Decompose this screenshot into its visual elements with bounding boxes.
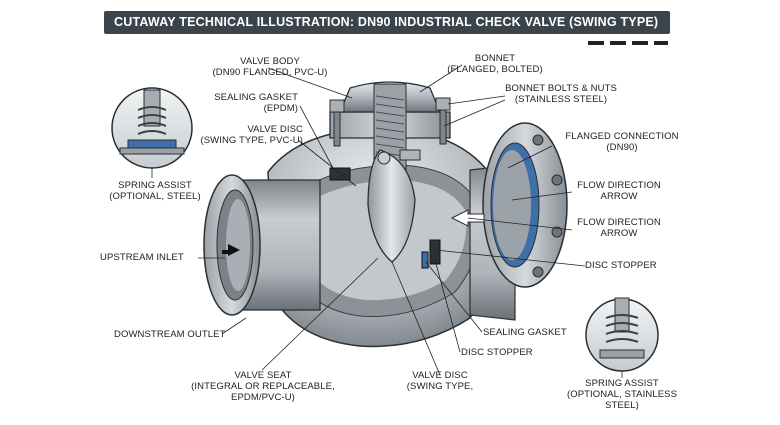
label-bonnet: BONNET (FLANGED, BOLTED) bbox=[435, 53, 555, 75]
label-flow-arrow-2-line1: FLOW DIRECTION bbox=[577, 217, 661, 228]
label-bonnet-bolts: BONNET BOLTS & NUTS (STAINLESS STEEL) bbox=[496, 83, 626, 105]
label-valve-disc-bottom-spec: (SWING TYPE, bbox=[406, 381, 474, 392]
label-flanged-connection: FLANGED CONNECTION (DN90) bbox=[556, 131, 688, 153]
label-upstream-inlet-title: UPSTREAM INLET bbox=[100, 252, 184, 263]
label-flow-arrow-2-line2: ARROW bbox=[600, 228, 638, 239]
spring-inset-left bbox=[111, 87, 193, 169]
label-disc-stopper-bottom-title: DISC STOPPER bbox=[461, 347, 533, 358]
spring-inset-right bbox=[585, 297, 659, 372]
label-spring-assist-left-title: SPRING ASSIST bbox=[118, 180, 192, 191]
sealing-gasket-top bbox=[329, 167, 351, 181]
label-disc-stopper-right: DISC STOPPER bbox=[585, 260, 657, 271]
diagram-title: CUTAWAY TECHNICAL ILLUSTRATION: DN90 IND… bbox=[104, 11, 670, 34]
label-flow-arrow-2: FLOW DIRECTION ARROW bbox=[569, 217, 669, 239]
label-spring-assist-left-spec: (OPTIONAL, STEEL) bbox=[109, 191, 201, 202]
label-bonnet-bolts-title: BONNET BOLTS & NUTS bbox=[505, 83, 617, 94]
sealing-gasket-bottom bbox=[421, 251, 429, 269]
label-valve-seat-spec-2: EPDM/PVC-U) bbox=[231, 392, 295, 403]
label-disc-stopper-bottom: DISC STOPPER bbox=[461, 347, 533, 358]
label-spring-assist-right: SPRING ASSIST (OPTIONAL, STAINLESS STEEL… bbox=[552, 378, 692, 411]
label-bonnet-spec: (FLANGED, BOLTED) bbox=[447, 64, 543, 75]
label-flow-arrow-1: FLOW DIRECTION ARROW bbox=[569, 180, 669, 202]
label-valve-body-title: VALVE BODY bbox=[240, 56, 300, 67]
label-valve-body: VALVE BODY (DN90 FLANGED, PVC-U) bbox=[205, 56, 335, 78]
label-upstream-inlet: UPSTREAM INLET bbox=[100, 252, 184, 263]
disc-stopper bbox=[429, 239, 441, 265]
label-sealing-gasket-top-title: SEALING GASKET bbox=[214, 92, 298, 103]
label-bonnet-bolts-spec: (STAINLESS STEEL) bbox=[514, 94, 608, 105]
label-valve-disc-bottom: VALVE DISC (SWING TYPE, bbox=[380, 370, 500, 392]
label-spring-assist-right-spec-2: STEEL) bbox=[605, 400, 639, 411]
label-valve-disc-top-spec: (SWING TYPE, PVC-U) bbox=[200, 135, 303, 146]
label-valve-disc-bottom-title: VALVE DISC bbox=[412, 370, 468, 381]
upstream-inlet-pipe bbox=[203, 174, 321, 316]
label-sealing-gasket-top-spec: (EPDM) bbox=[263, 103, 298, 114]
label-valve-disc-top: VALVE DISC (SWING TYPE, PVC-U) bbox=[193, 124, 303, 146]
label-valve-seat-title: VALVE SEAT bbox=[234, 370, 292, 381]
label-spring-assist-left: SPRING ASSIST (OPTIONAL, STEEL) bbox=[100, 180, 210, 202]
label-valve-seat-spec-1: (INTEGRAL OR REPLACEABLE, bbox=[191, 381, 335, 392]
label-disc-stopper-right-title: DISC STOPPER bbox=[585, 260, 657, 271]
label-valve-seat: VALVE SEAT (INTEGRAL OR REPLACEABLE, EPD… bbox=[183, 370, 343, 403]
label-sealing-gasket-top: SEALING GASKET (EPDM) bbox=[188, 92, 298, 114]
label-flow-arrow-1-line1: FLOW DIRECTION bbox=[577, 180, 661, 191]
label-downstream-outlet: DOWNSTREAM OUTLET bbox=[114, 329, 225, 340]
label-flow-arrow-1-line2: ARROW bbox=[600, 191, 638, 202]
label-bonnet-title: BONNET bbox=[474, 53, 516, 64]
leader-lines bbox=[151, 64, 623, 378]
label-downstream-outlet-title: DOWNSTREAM OUTLET bbox=[114, 329, 226, 340]
label-spring-assist-right-title: SPRING ASSIST bbox=[585, 378, 659, 389]
label-flanged-connection-title: FLANGED CONNECTION bbox=[565, 131, 679, 142]
label-flanged-connection-spec: (DN90) bbox=[606, 142, 638, 153]
label-valve-disc-top-title: VALVE DISC bbox=[247, 124, 303, 135]
label-valve-body-spec: (DN90 FLANGED, PVC-U) bbox=[212, 67, 328, 78]
bonnet-bolts bbox=[329, 97, 451, 147]
label-sealing-gasket-bottom-title: SEALING GASKET bbox=[483, 327, 567, 338]
label-sealing-gasket-bottom: SEALING GASKET bbox=[483, 327, 567, 338]
label-spring-assist-right-spec-1: (OPTIONAL, STAINLESS bbox=[566, 389, 678, 400]
title-rule bbox=[588, 41, 668, 45]
swing-disc bbox=[367, 149, 421, 263]
